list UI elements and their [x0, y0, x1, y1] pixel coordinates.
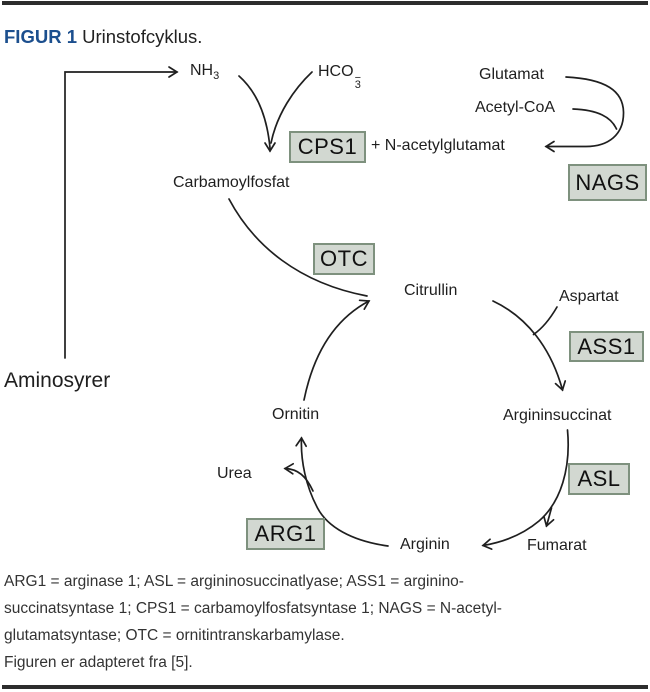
node-aminosyrer: Aminosyrer — [4, 369, 111, 392]
enzyme-box-otc: OTC — [313, 243, 375, 275]
node-aspartat: Aspartat — [559, 288, 619, 305]
arrow-glutamat-to-nacetylglutamat — [544, 76, 625, 153]
arrow-branch-fumarat — [543, 507, 555, 528]
node-argininsuccinat: Argininsuccinat — [503, 407, 612, 424]
arrow-hco3-merge — [270, 71, 313, 144]
enzyme-box-nags: NAGS — [568, 164, 647, 201]
arrow-branch-urea — [283, 462, 314, 492]
enzyme-box-asl: ASL — [568, 463, 630, 495]
node-carbamoylfosfat: Carbamoylfosfat — [173, 174, 290, 191]
arrow-aminosyrer-to-nh3 — [64, 66, 179, 359]
node-fumarat: Fumarat — [527, 537, 587, 554]
node-nh3: NH3 — [190, 62, 220, 83]
caption-line: ARG1 = arginase 1; ASL = argininosuccina… — [4, 573, 464, 590]
figure-caption: ARG1 = arginase 1; ASL = argininosuccina… — [4, 568, 502, 676]
node-arginin: Arginin — [400, 536, 450, 553]
arrow-acetylcoa-merge — [572, 108, 618, 130]
caption-line: succinatsyntase 1; CPS1 = carbamoylfosfa… — [4, 600, 502, 617]
arc-arginin-to-ornitin — [295, 436, 389, 547]
node-acetyl-coa: Acetyl-CoA — [475, 99, 556, 116]
bottom-rule — [2, 685, 648, 689]
caption-line: Figuren er adapteret fra [5]. — [4, 654, 193, 671]
enzyme-box-cps1: CPS1 — [289, 131, 366, 163]
enzyme-box-ass1: ASS1 — [569, 331, 644, 362]
node-urea: Urea — [217, 465, 252, 482]
enzyme-box-arg1: ARG1 — [246, 518, 325, 550]
node-citrullin: Citrullin — [404, 282, 458, 299]
node-n-acetylglutamat: + N-acetylglutamat — [371, 137, 505, 154]
hco3-charge-stack: −3 — [354, 72, 361, 91]
top-rule — [2, 1, 648, 5]
figure-name: Urinstofcyklus. — [82, 26, 203, 47]
figure-label: FIGUR 1 — [4, 26, 77, 47]
caption-line: glutamatsyntase; OTC = ornitintranskarba… — [4, 627, 345, 644]
arrow-aspartat-merge — [532, 306, 558, 336]
arc-argininsuccinat-to-arginin — [481, 429, 569, 550]
node-hco3: HCO−3 — [318, 63, 361, 91]
arrow-carbamoylfosfat-to-citrullin — [228, 198, 368, 297]
arc-citrullin-to-argininsuccinat — [492, 300, 567, 392]
node-glutamat: Glutamat — [479, 66, 544, 83]
node-ornitin: Ornitin — [272, 406, 320, 423]
arc-ornitin-to-citrullin — [303, 299, 371, 401]
arrow-nh3-to-cps1 — [238, 75, 276, 153]
figure-title: FIGUR 1 Urinstofcyklus. — [4, 26, 202, 48]
